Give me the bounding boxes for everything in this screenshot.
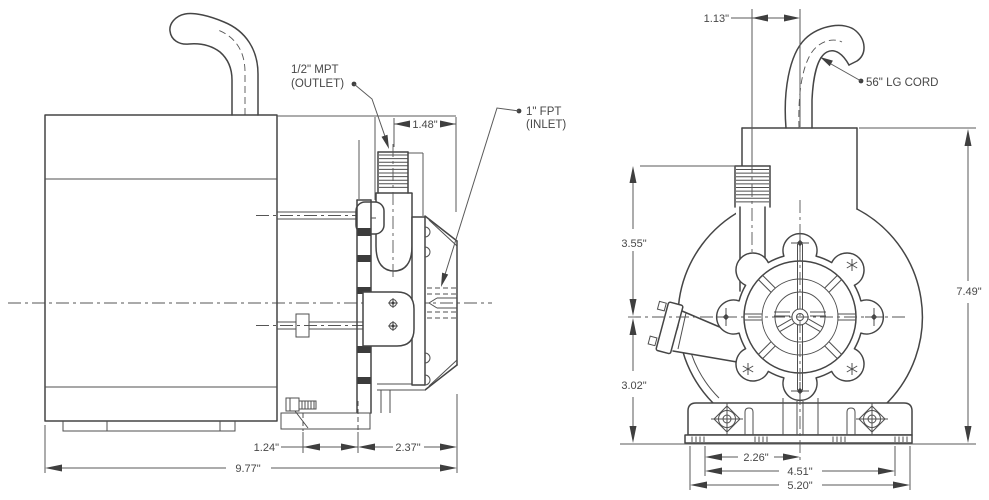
base-slot	[744, 407, 754, 435]
bearing-plate	[362, 291, 415, 347]
inlet-label-line2: (INLET)	[526, 119, 566, 131]
outlet-threads	[377, 151, 409, 194]
mounting-base	[684, 398, 913, 444]
inlet-threads	[734, 165, 771, 208]
dim-text-5-20: 5.20"	[787, 480, 812, 492]
screw-head	[285, 397, 300, 412]
front-view: 56" LG CORD 1.13" 3.55" 3.02"	[620, 9, 982, 492]
dim-text-4-51: 4.51"	[787, 466, 812, 478]
dimension-cord-offset: 1.13"	[704, 9, 801, 160]
callout-cord: 56" LG CORD	[820, 57, 938, 89]
motor-body	[44, 114, 278, 432]
projection-lines	[277, 115, 456, 216]
dim-text-1-24: 1.24"	[254, 442, 279, 454]
base-bolt-left	[711, 403, 743, 435]
motor-foot	[62, 421, 236, 432]
side-view: 1/2" MPT (OUTLET) 1" FPT (INLET) 1.48"	[8, 12, 566, 475]
power-cord-side	[169, 12, 259, 116]
dimension-bracket-to-inlet-face: 2.37"	[358, 394, 458, 473]
top-housing	[741, 127, 858, 210]
bolt-head	[388, 298, 398, 308]
base-hatching	[691, 436, 908, 442]
cord-label: 56" LG CORD	[866, 77, 938, 89]
discharge-port	[647, 300, 738, 363]
dim-text-2-26: 2.26"	[743, 452, 768, 464]
dimension-inlet-to-centerline: 3.55"	[621, 165, 736, 316]
inlet-label-line1: 1" FPT	[526, 106, 561, 118]
dim-text-3-02: 3.02"	[621, 380, 646, 392]
cover-star-marks	[742, 259, 858, 375]
dimension-centerline-to-base: 3.02"	[621, 318, 647, 443]
dimension-centerline-to-slot: 2.26"	[704, 446, 800, 476]
port-flange	[655, 301, 684, 355]
dimension-overall-length: 9.77"	[44, 425, 457, 475]
dimension-overall-height: 7.49"	[620, 127, 982, 445]
dimension-outlet-to-inlet-face: 1.48"	[393, 117, 457, 212]
power-cord-front	[784, 24, 865, 129]
base-slot	[846, 407, 856, 435]
dimension-foot-to-bracket: 1.24"	[254, 401, 359, 454]
face-plate	[411, 216, 431, 386]
dim-text-7-49: 7.49"	[956, 286, 981, 298]
base-pedestal	[782, 398, 819, 435]
callout-outlet: 1/2" MPT (OUTLET)	[291, 64, 389, 149]
bolt-head	[388, 321, 398, 331]
dim-text-1-48: 1.48"	[412, 119, 437, 131]
port-tab	[656, 300, 667, 312]
tie-rods	[256, 211, 374, 338]
inlet-port-side	[424, 215, 458, 391]
dim-text-3-55: 3.55"	[621, 238, 646, 250]
base-bolt-right	[856, 403, 888, 435]
dimension-slot-spacing: 4.51"	[705, 446, 896, 478]
dimension-base-width: 5.20"	[689, 446, 911, 492]
port-tab	[647, 335, 658, 347]
outlet-label-line2: (OUTLET)	[291, 78, 344, 90]
callout-inlet: 1" FPT (INLET)	[441, 106, 566, 287]
outlet-label-line1: 1/2" MPT	[291, 64, 339, 76]
outlet-pipe	[355, 144, 413, 281]
dim-text-9-77: 9.77"	[235, 463, 260, 475]
dim-text-1-13: 1.13"	[704, 13, 729, 25]
cover-spokes	[744, 274, 856, 360]
dim-text-2-37: 2.37"	[395, 442, 420, 454]
